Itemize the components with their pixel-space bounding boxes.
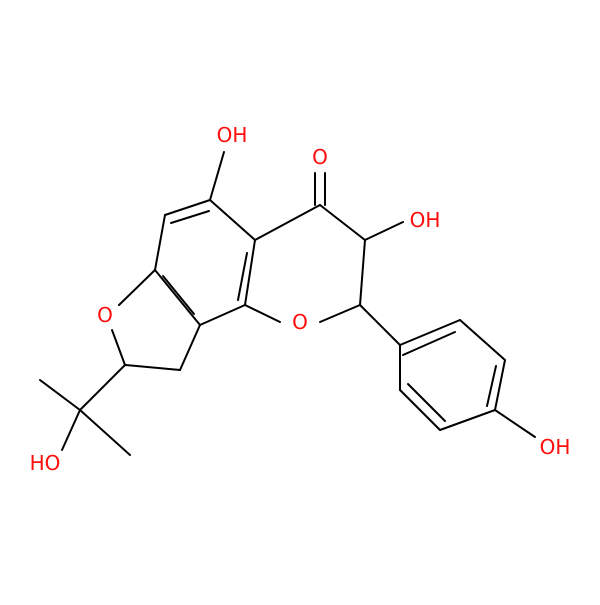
bond — [244, 239, 256, 306]
bond — [364, 221, 404, 241]
bond — [494, 359, 506, 411]
bond — [399, 319, 461, 346]
bond — [179, 324, 201, 371]
furan-oxygen-label: O — [97, 303, 113, 327]
hydroxyl-label-top: OH — [217, 123, 248, 147]
bond — [154, 214, 166, 271]
bond — [439, 409, 496, 431]
bond — [124, 364, 181, 371]
bond — [61, 409, 81, 451]
carbonyl-oxygen-label: O — [312, 145, 328, 169]
bond — [359, 304, 401, 346]
bonds — [39, 151, 536, 456]
bond — [79, 364, 126, 411]
hydroxyl-label-right: OH — [410, 208, 441, 232]
bond — [399, 389, 441, 431]
bond — [359, 239, 366, 306]
bond — [164, 199, 211, 216]
bond — [319, 204, 366, 241]
bond — [209, 151, 225, 201]
bond — [319, 304, 361, 323]
atom-labels: OH O OH O O HO OH — [30, 123, 571, 475]
bond — [459, 319, 506, 361]
bond — [494, 409, 536, 438]
bond — [162, 275, 195, 315]
bond — [244, 304, 281, 323]
hydroxyl-label-bottom: HO — [30, 451, 61, 475]
bond — [209, 199, 256, 241]
bond — [111, 329, 126, 366]
phenol-hydroxyl-label: OH — [540, 435, 571, 459]
bond — [486, 365, 497, 407]
bond — [39, 379, 81, 411]
bond — [79, 409, 131, 456]
bond — [407, 383, 446, 422]
bond — [199, 304, 246, 326]
pyran-oxygen-label: O — [292, 310, 308, 334]
bond — [237, 252, 248, 301]
bond — [154, 269, 201, 326]
bond — [402, 331, 456, 356]
bond — [170, 210, 210, 224]
bond — [118, 269, 156, 306]
bond — [254, 204, 321, 241]
